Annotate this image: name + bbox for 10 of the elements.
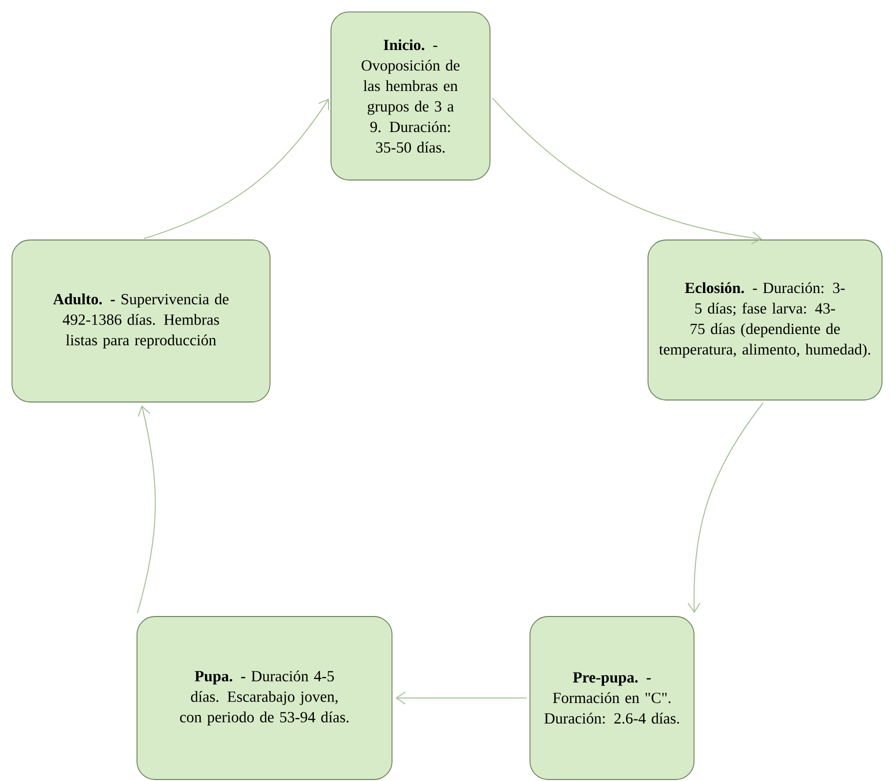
arrow (688, 402, 764, 614)
arrow (395, 692, 528, 704)
arrow (136, 405, 156, 614)
stage-box: Pre-pupa. - Formación en "C". Duración: 2.6-4 días. (530, 616, 694, 780)
stage-box: Eclosión. - Duración: 3-5 días; fase larva: 43-75 días (dependiente de temperatura, alimento, humedad). (648, 240, 882, 400)
stage-box: Inicio. - Ovoposición de las hembras en grupos de 3 a 9. Duración: 35-50 días. (330, 12, 490, 180)
arrow (492, 98, 762, 244)
stage-box: Pupa. - Duración 4-5 días. Escarabajo joven, con periodo de 53-94 días. (136, 616, 392, 780)
arrow (143, 98, 330, 240)
stage-box: Adulto. - Supervivencia de 492-1386 días. Hembras listas para reproducción (12, 240, 270, 402)
